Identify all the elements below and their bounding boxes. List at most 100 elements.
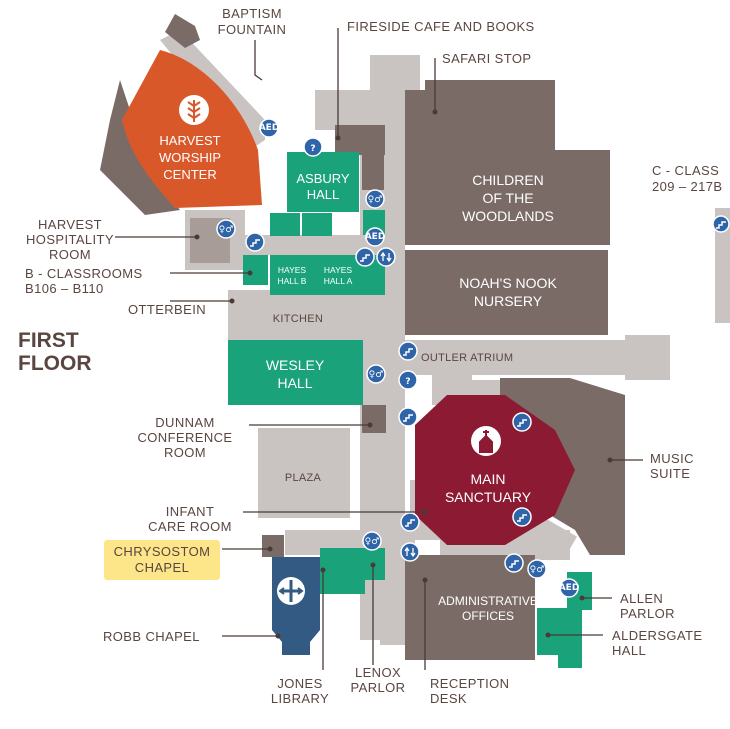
restroom-icon: ♀♂ (365, 189, 385, 209)
svg-text:NURSERY: NURSERY (474, 293, 543, 309)
svg-text:HALL: HALL (277, 375, 312, 391)
stairs-icon (355, 247, 375, 267)
svg-text:ADMINISTRATIVE: ADMINISTRATIVE (438, 594, 538, 608)
svg-text:HAYES: HAYES (278, 265, 307, 275)
stairs-icon (512, 412, 532, 432)
svg-text:PARLOR: PARLOR (620, 606, 675, 621)
cross-icon (277, 577, 305, 605)
svg-text:LENOX: LENOX (355, 665, 401, 680)
svg-text:?: ? (310, 144, 315, 154)
stairs-icon (512, 507, 532, 527)
svg-text:HOSPITALITY: HOSPITALITY (26, 232, 114, 247)
svg-text:PARLOR: PARLOR (351, 680, 406, 695)
svg-text:ALLEN: ALLEN (620, 591, 663, 606)
stairs-icon (398, 407, 418, 427)
svg-text:ROBB CHAPEL: ROBB CHAPEL (103, 629, 200, 644)
wheat-icon (179, 95, 209, 125)
svg-text:ROOM: ROOM (49, 247, 91, 262)
svg-text:♀♂: ♀♂ (530, 565, 545, 575)
main-sanctuary (415, 395, 575, 545)
svg-text:LIBRARY: LIBRARY (271, 691, 329, 706)
svg-text:ASBURY: ASBURY (296, 171, 350, 186)
svg-text:OUTLER ATRIUM: OUTLER ATRIUM (421, 352, 513, 364)
svg-text:♀♂: ♀♂ (365, 537, 380, 547)
elevator-icon (400, 542, 420, 562)
svg-text:HALL: HALL (612, 643, 646, 658)
svg-text:?: ? (405, 377, 410, 387)
church-icon (471, 426, 501, 456)
amenity-icons: AED AED AED ? ? ♀♂ ♀♂ ♀♂ ♀♂ ♀♂ (216, 118, 730, 598)
svg-text:OFFICES: OFFICES (462, 609, 514, 623)
aed-icon: AED (365, 227, 386, 247)
svg-text:OF THE: OF THE (482, 190, 533, 206)
svg-text:HALL A: HALL A (324, 276, 353, 286)
svg-text:HARVEST: HARVEST (159, 133, 220, 148)
svg-text:CENTER: CENTER (163, 167, 216, 182)
svg-text:JONES: JONES (277, 676, 322, 691)
svg-text:HARVEST: HARVEST (38, 217, 102, 232)
harvest-worship-center (122, 50, 262, 208)
svg-text:PLAZA: PLAZA (285, 472, 322, 484)
leader-lines (115, 28, 643, 670)
svg-text:SANCTUARY: SANCTUARY (445, 489, 532, 505)
svg-text:CHAPEL: CHAPEL (135, 560, 189, 575)
svg-text:HALL B: HALL B (278, 276, 307, 286)
green-rooms (228, 152, 592, 668)
svg-text:RECEPTION: RECEPTION (430, 676, 509, 691)
svg-text:OTTERBEIN: OTTERBEIN (128, 302, 206, 317)
svg-text:INFANT: INFANT (166, 504, 215, 519)
callout-labels: BAPTISM FOUNTAIN FIRESIDE CAFE AND BOOKS… (18, 6, 723, 706)
svg-text:BAPTISM: BAPTISM (222, 6, 282, 21)
svg-text:B - CLASSROOMS: B - CLASSROOMS (25, 266, 143, 281)
svg-text:MAIN: MAIN (471, 471, 506, 487)
stairs-icon (245, 232, 265, 252)
svg-text:♀♂: ♀♂ (368, 195, 383, 205)
svg-text:FIRESIDE CAFE AND BOOKS: FIRESIDE CAFE AND BOOKS (347, 19, 535, 34)
stairs-icon (398, 341, 418, 361)
svg-text:C - CLASS: C - CLASS (652, 163, 719, 178)
elevator-icon (376, 247, 396, 267)
svg-text:AED: AED (365, 232, 386, 242)
svg-text:CARE ROOM: CARE ROOM (148, 519, 232, 534)
svg-text:CHILDREN: CHILDREN (472, 172, 544, 188)
robb-chapel (272, 557, 320, 655)
chrysostom-highlight (104, 540, 220, 580)
svg-text:B106 – B110: B106 – B110 (25, 281, 104, 296)
svg-text:AED: AED (259, 123, 280, 133)
svg-text:ALDERSGATE: ALDERSGATE (612, 628, 702, 643)
stairs-icon (504, 553, 524, 573)
svg-text:FIRST: FIRST (18, 329, 79, 352)
svg-text:HALL: HALL (307, 187, 340, 202)
stairs-icon (712, 215, 730, 233)
svg-text:CHRYSOSTOM: CHRYSOSTOM (114, 544, 211, 559)
svg-text:♀♂: ♀♂ (369, 370, 384, 380)
svg-text:WORSHIP: WORSHIP (159, 150, 221, 165)
stairs-icon (400, 512, 420, 532)
svg-text:209 – 217B: 209 – 217B (652, 179, 723, 194)
svg-text:CONFERENCE: CONFERENCE (137, 430, 232, 445)
svg-text:MUSIC: MUSIC (650, 451, 694, 466)
room-labels: HARVEST WORSHIP CENTER ASBURY HALL CHILD… (159, 133, 558, 623)
svg-text:HAYES: HAYES (324, 265, 353, 275)
restroom-icon: ♀♂ (362, 531, 382, 551)
svg-text:KITCHEN: KITCHEN (273, 313, 323, 325)
restroom-icon: ♀♂ (216, 219, 236, 239)
svg-text:WOODLANDS: WOODLANDS (462, 208, 554, 224)
aed-icon: AED (559, 578, 580, 598)
svg-text:NOAH'S NOOK: NOAH'S NOOK (459, 275, 557, 291)
svg-text:DESK: DESK (430, 691, 467, 706)
svg-text:SAFARI STOP: SAFARI STOP (442, 51, 531, 66)
info-icon: ? (398, 370, 418, 390)
svg-text:♀♂: ♀♂ (219, 225, 234, 235)
restroom-icon: ♀♂ (366, 364, 386, 384)
svg-text:WESLEY: WESLEY (266, 357, 325, 373)
svg-text:ROOM: ROOM (164, 445, 206, 460)
svg-text:DUNNAM: DUNNAM (155, 415, 214, 430)
info-icon: ? (303, 137, 323, 157)
restroom-icon: ♀♂ (527, 559, 547, 579)
svg-text:FOUNTAIN: FOUNTAIN (218, 22, 287, 37)
svg-text:FLOOR: FLOOR (18, 352, 92, 375)
svg-text:AED: AED (559, 583, 580, 593)
aed-icon: AED (259, 118, 280, 138)
